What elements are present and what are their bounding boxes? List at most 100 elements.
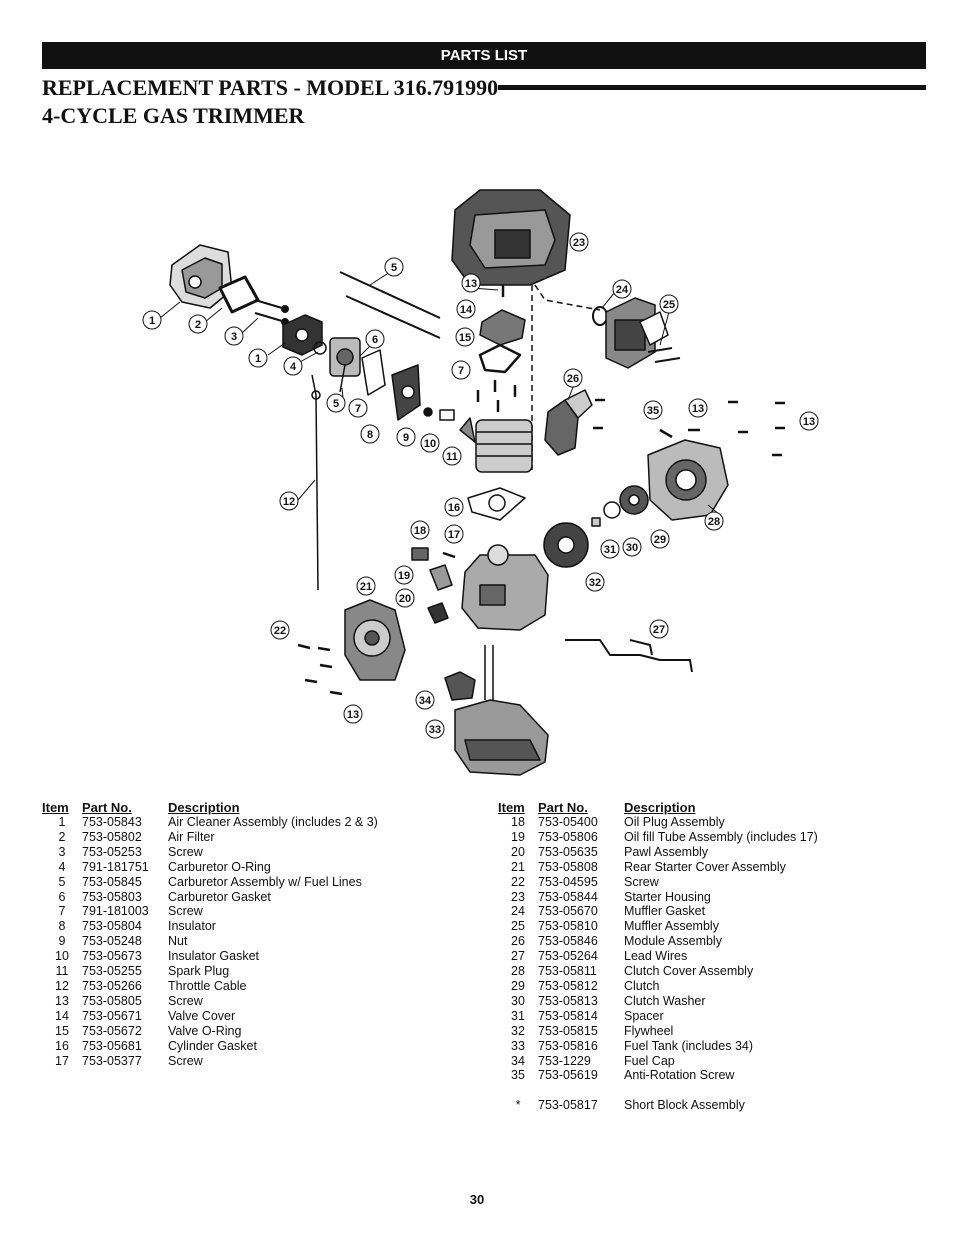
callout-7: 7 — [348, 398, 368, 418]
description-cell: Valve O-Ring — [168, 1023, 242, 1038]
callout-label: 20 — [399, 593, 411, 605]
callout-label: 7 — [458, 365, 464, 377]
callout-13: 13 — [799, 411, 819, 431]
callout-27: 27 — [649, 619, 669, 639]
description-cell: Carburetor Assembly w/ Fuel Lines — [168, 874, 362, 889]
callout-4: 4 — [283, 356, 303, 376]
oil-fill-tube-illustration — [429, 564, 453, 591]
item-cell: 33 — [511, 1038, 525, 1053]
lead-wires-illustration — [565, 639, 693, 673]
rear-starter-cover-illustration — [344, 599, 406, 681]
callout-label: 34 — [419, 695, 432, 707]
part-number-cell: 753-05803 — [82, 889, 142, 904]
callout-5: 5 — [326, 393, 346, 413]
item-cell: 29 — [511, 978, 525, 993]
description-cell: Pawl Assembly — [624, 844, 709, 859]
part-number-cell: 791-181003 — [82, 904, 149, 919]
callout-label: 14 — [460, 304, 473, 316]
part-number-cell: 753-05671 — [82, 1008, 142, 1023]
description-cell: Fuel Cap — [624, 1053, 675, 1068]
callout-25: 25 — [659, 294, 679, 314]
callout-label: 9 — [403, 432, 409, 444]
description-cell: Oil fill Tube Assembly (includes 17) — [624, 829, 818, 844]
callout-29: 29 — [650, 529, 670, 549]
callout-21: 21 — [356, 576, 376, 596]
callout-label: 25 — [663, 299, 675, 311]
callout-11: 11 — [442, 446, 462, 466]
callout-label: 26 — [567, 373, 579, 385]
item-cell: 15 — [55, 1023, 69, 1038]
callout-17: 17 — [444, 524, 464, 544]
description-cell: Module Assembly — [624, 934, 722, 949]
item-cell: 32 — [511, 1023, 525, 1038]
description-cell: Carburetor O-Ring — [168, 859, 271, 874]
part-number-cell: 753-05846 — [538, 934, 598, 949]
callout-label: 30 — [626, 542, 638, 554]
nut-illustration — [423, 407, 433, 417]
callout-16: 16 — [444, 497, 464, 517]
description-cell: Cylinder Gasket — [168, 1038, 257, 1053]
carburetor-gasket-illustration — [361, 349, 386, 396]
callout-1: 1 — [248, 348, 268, 368]
throttle-cable-illustration — [311, 374, 321, 591]
part-number-cell: 753-05805 — [82, 993, 142, 1008]
cylinder-illustration — [459, 417, 533, 473]
callout-label: 8 — [367, 429, 373, 441]
callout-19: 19 — [394, 565, 414, 585]
description-cell: Nut — [168, 934, 188, 949]
callout-18: 18 — [410, 520, 430, 540]
callout-34: 34 — [415, 690, 435, 710]
part-number-cell: 753-05808 — [538, 859, 598, 874]
callout-32: 32 — [585, 572, 605, 592]
description-cell: Throttle Cable — [168, 978, 247, 993]
part-number-cell: 753-05815 — [538, 1023, 598, 1038]
callout-label: 1 — [149, 315, 155, 327]
table-header-row: Item Part No. Description — [498, 798, 924, 815]
description-cell: Muffler Gasket — [624, 904, 706, 919]
description-cell: Flywheel — [624, 1023, 674, 1038]
part-number-cell: 753-05845 — [82, 874, 142, 889]
callout-label: 32 — [589, 577, 601, 589]
callout-label: 7 — [355, 403, 361, 415]
callout-12: 12 — [279, 491, 299, 511]
callout-label: 13 — [465, 278, 477, 290]
description-cell: Air Filter — [168, 829, 215, 844]
valve-cover-screws-illustration — [476, 380, 517, 412]
clutch-cover-illustration — [647, 439, 729, 521]
callout-23: 23 — [569, 232, 589, 252]
item-cell: 26 — [511, 934, 525, 949]
pawl-assembly-illustration — [427, 602, 449, 624]
item-cell — [498, 1083, 538, 1098]
part-number-cell: 753-05802 — [82, 829, 142, 844]
clutch-washer-illustration — [603, 501, 621, 519]
callout-13: 13 — [343, 704, 363, 724]
part-number-cell: 753-05248 — [82, 934, 142, 949]
item-cell: 6 — [58, 889, 66, 904]
fuel-cap-illustration — [444, 671, 476, 701]
part-number-cell: 753-05377 — [82, 1053, 142, 1068]
callout-label: 22 — [274, 625, 286, 637]
callout-31: 31 — [600, 539, 620, 559]
description-cell: Muffler Assembly — [624, 919, 719, 934]
part-number-cell: 753-05810 — [538, 919, 598, 934]
callout-6: 6 — [365, 329, 385, 349]
callout-26: 26 — [563, 368, 583, 388]
callout-22: 22 — [270, 620, 290, 640]
item-cell: * — [515, 1098, 521, 1113]
description-cell: Lead Wires — [624, 949, 688, 964]
item-cell: 28 — [511, 964, 525, 979]
description-cell: Insulator Gasket — [168, 949, 260, 964]
